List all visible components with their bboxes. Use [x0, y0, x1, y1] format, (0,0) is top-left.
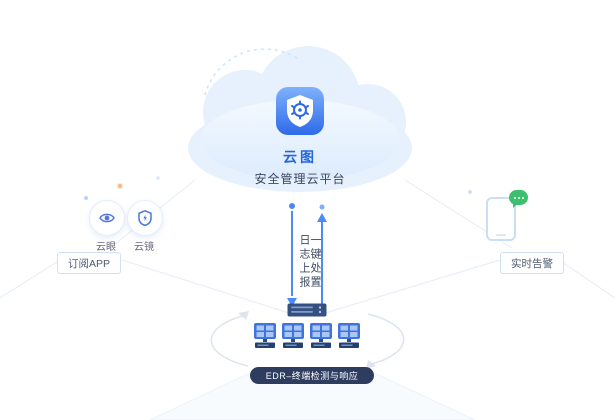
sync-arrows-icon: [210, 311, 405, 369]
cloud-title: 云图: [283, 149, 317, 165]
cloud-dashed-arc: [204, 48, 301, 96]
cloud-subtitle: 安全管理云平台: [254, 172, 346, 186]
cloud-mirror-label: 云镜: [134, 242, 154, 253]
monitor-icon: [309, 322, 333, 354]
monitor-icon: [281, 322, 305, 354]
connection-lines: [0, 179, 615, 315]
cloud-mirror-icon: [127, 200, 163, 236]
subscribe-app-box: 订阅APP: [57, 252, 121, 274]
cloud-eye-icon: [89, 200, 125, 236]
realtime-alert-box: 实时告警: [500, 252, 564, 274]
decor-dots: [84, 176, 472, 200]
chat-bubble-icon: [509, 190, 528, 208]
log-upload-connector: [287, 203, 297, 315]
monitor-icon: [337, 322, 361, 354]
server-icon: [287, 303, 327, 322]
monitor-icon: [253, 322, 277, 354]
one-key-label: 一键处置: [309, 234, 321, 290]
log-upload-label: 日志上报: [298, 234, 310, 290]
server-cluster: [253, 322, 365, 354]
shield-icon: [273, 84, 327, 143]
cloud-eye-label: 云眼: [96, 242, 116, 253]
phone-icon: [486, 197, 516, 241]
edr-badge: EDR–终端检测与响应: [250, 367, 374, 384]
cloud-platform: 云图 安全管理云平台: [252, 84, 348, 187]
